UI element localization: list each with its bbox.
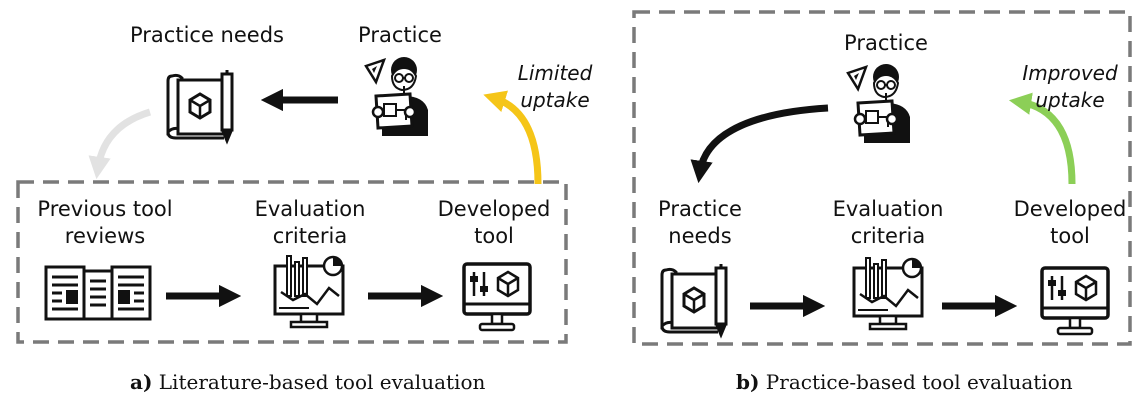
caption-b-text: Practice-based tool evaluation [759,370,1073,394]
label-practice-needs: Practice needs [130,23,284,47]
note-improved-uptake: Improved uptake [1022,61,1118,112]
caption-a-letter: a) [130,370,153,394]
monitor-tool-icon [1040,266,1110,336]
caption-a-text: Literature-based tool evaluation [152,370,486,394]
blueprint-icon [660,262,728,338]
blueprint-icon [166,68,234,144]
label-practice: Practice [358,23,442,47]
caption-b: b) Practice-based tool evaluation [736,370,1073,394]
arrow-improved-uptake [1008,92,1076,185]
arrow-practice-to-needs-b [690,104,829,184]
panel-a-dashed-box [16,180,568,344]
dashboard-icon [273,254,345,329]
label-previous-tool-reviews: Previous tool reviews [37,197,173,248]
note-limited-uptake: Limited uptake [517,61,593,112]
arrow-needs-to-reviews [88,108,152,180]
documents-icon [44,265,152,321]
label-developed-tool-b: Developed tool [1013,197,1127,248]
label-developed-tool: Developed tool [437,197,551,248]
arrow-limited-uptake [483,90,542,185]
panel-b-dashed-box [632,10,1132,346]
dashboard-icon [852,256,924,331]
label-practice-b: Practice [844,31,928,55]
monitor-tool-icon [462,262,532,332]
label-evaluation-criteria-b: Evaluation criteria [832,197,944,248]
label-evaluation-criteria: Evaluation criteria [254,197,366,248]
label-practice-needs-b: Practice needs [658,197,742,248]
practitioner-icon [364,55,430,138]
caption-b-letter: b) [736,370,760,394]
caption-a: a) Literature-based tool evaluation [130,370,485,394]
practitioner-icon [846,62,912,145]
